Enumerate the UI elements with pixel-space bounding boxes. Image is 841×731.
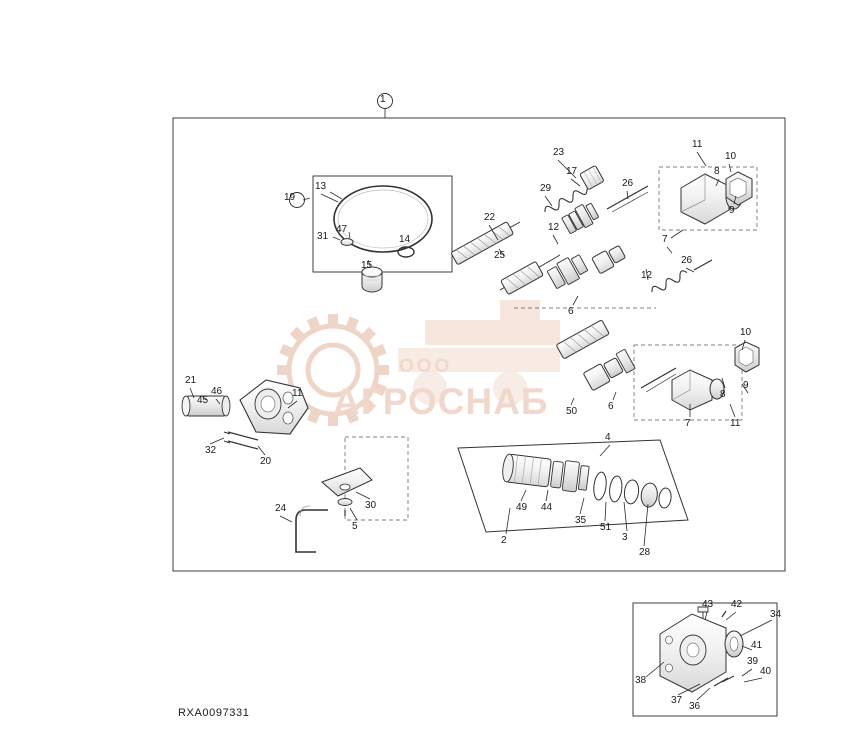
leader-lines	[189, 151, 773, 701]
truck-icon	[398, 300, 560, 405]
part-15	[361, 266, 383, 293]
callout-39: 39	[747, 656, 759, 667]
callout-49: 49	[516, 502, 528, 513]
callout-13: 13	[315, 181, 327, 192]
callout-11: 11	[292, 388, 303, 399]
callout-51: 51	[600, 522, 612, 533]
callout-10: 10	[725, 151, 737, 162]
callout-9: 9	[743, 380, 749, 391]
callout-17: 17	[566, 166, 578, 177]
callout-29: 29	[540, 183, 552, 194]
dashed-groups	[344, 166, 758, 521]
spool-assembly-upper	[451, 165, 753, 265]
oring-group	[289, 185, 433, 293]
callout-32: 32	[205, 445, 217, 456]
callout-6: 6	[608, 401, 614, 412]
callout-22: 22	[484, 212, 496, 223]
callout-34: 34	[770, 609, 782, 620]
callout-23: 23	[553, 147, 565, 158]
spool-assembly-mid	[499, 245, 713, 295]
callout-6: 6	[568, 306, 574, 317]
callout-3: 3	[622, 532, 628, 543]
callout-24: 24	[275, 503, 287, 514]
callout-4: 4	[605, 432, 611, 443]
callout-21: 21	[185, 375, 197, 386]
callout-42: 42	[731, 599, 743, 610]
callout-11: 11	[730, 418, 741, 429]
part-number-label: RXA0097331	[178, 707, 250, 719]
gear-icon	[277, 314, 389, 426]
callout-7: 7	[685, 418, 691, 429]
watermark: ООО АГРОСНАБ	[277, 300, 560, 426]
cartridge-assembly	[457, 439, 689, 533]
callout-15: 15	[361, 260, 373, 271]
callout-30: 30	[365, 500, 377, 511]
callout-43: 43	[702, 599, 714, 610]
callout-38: 38	[635, 675, 647, 686]
callout-7: 7	[662, 234, 668, 245]
callout-5: 5	[352, 521, 358, 532]
callout-8: 8	[720, 389, 726, 400]
callout-14: 14	[399, 234, 411, 245]
spring	[651, 270, 688, 293]
spring	[544, 188, 588, 213]
callout-11: 11	[692, 139, 703, 150]
callout-40: 40	[760, 666, 772, 677]
cover-plate-assembly	[659, 606, 744, 693]
callout-26: 26	[681, 255, 693, 266]
callout-47: 47	[336, 224, 348, 235]
callout-9: 9	[729, 205, 735, 216]
callout-26: 26	[622, 178, 634, 189]
callout-12: 12	[548, 222, 560, 233]
callout-36: 36	[689, 701, 701, 712]
callout-37: 37	[671, 695, 683, 706]
bracket-group	[295, 467, 373, 553]
callout-12: 12	[641, 270, 653, 281]
callout-1: 1	[380, 94, 386, 105]
callout-28: 28	[639, 547, 651, 558]
valve-body-left	[181, 379, 309, 450]
callout-35: 35	[575, 515, 587, 526]
callout-50: 50	[566, 406, 578, 417]
watermark-main-text: АГРОСНАБ	[333, 381, 548, 422]
callout-46: 46	[211, 386, 223, 397]
screws	[223, 431, 259, 450]
callout-41: 41	[751, 640, 763, 651]
spool-assembly-lower	[556, 320, 760, 411]
callout-20: 20	[260, 456, 272, 467]
callout-8: 8	[714, 166, 720, 177]
callout-25: 25	[494, 250, 506, 261]
callout-10: 10	[740, 327, 752, 338]
bolts	[697, 606, 735, 687]
callout-44: 44	[541, 502, 553, 513]
watermark-small-text: ООО	[399, 356, 452, 377]
callout-19: 19	[284, 192, 296, 203]
callout-2: 2	[501, 535, 507, 546]
callout-45: 45	[197, 395, 209, 406]
callout-31: 31	[317, 231, 329, 242]
